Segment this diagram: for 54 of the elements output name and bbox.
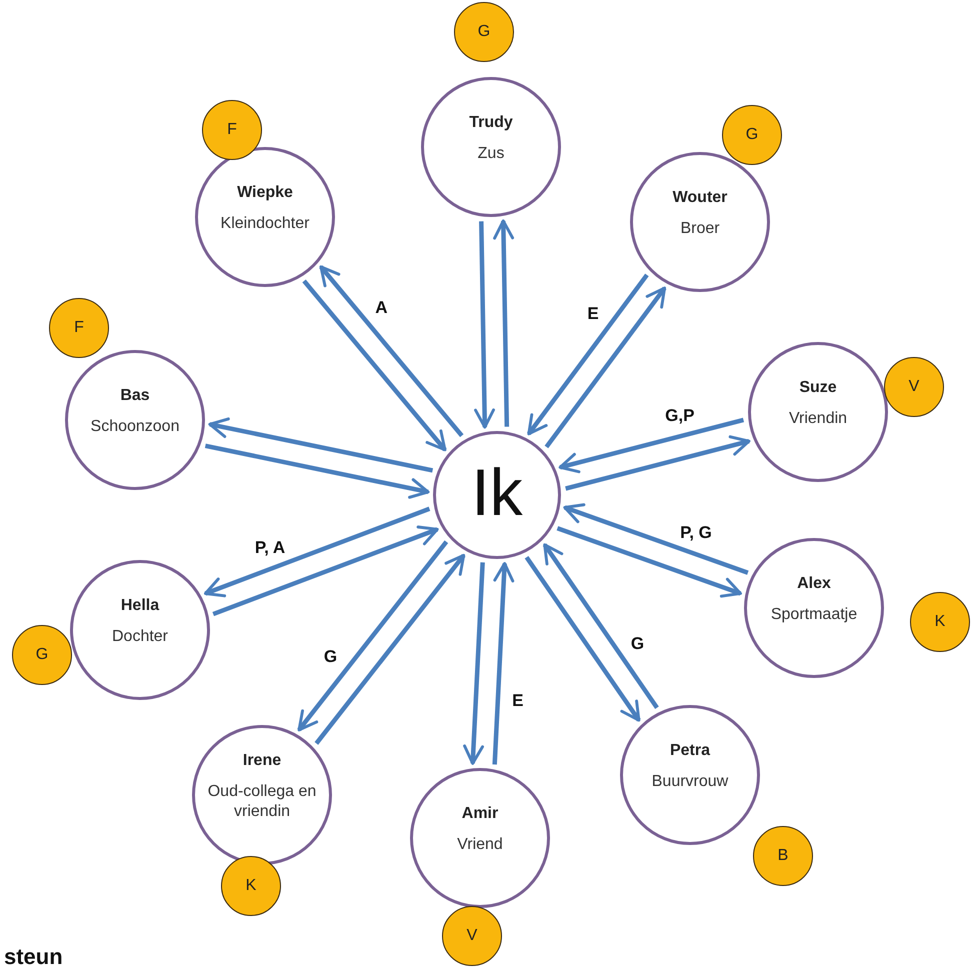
- arrow: [563, 503, 749, 575]
- arrow: [474, 221, 495, 429]
- relation-text: Broer: [680, 219, 720, 239]
- arrow: [208, 417, 434, 473]
- relation-text: Oud-collega en vriendin: [206, 782, 318, 822]
- relation-text: Vriendin: [788, 409, 848, 429]
- arrow: [212, 526, 439, 616]
- relation-text: Dochter: [112, 627, 168, 647]
- relation-text: Buurvrouw: [652, 772, 728, 792]
- arrow: [544, 286, 666, 448]
- arrow: [565, 435, 750, 491]
- arrow: [204, 444, 430, 499]
- badge-letter: B: [778, 847, 788, 865]
- arrow: [524, 556, 641, 722]
- badge-letter: V: [466, 927, 478, 945]
- arrow: [542, 543, 659, 709]
- badge-letter: K: [934, 613, 946, 631]
- arrow: [526, 274, 649, 436]
- badge-letter: G: [746, 126, 758, 144]
- person-name: Petra: [670, 742, 710, 760]
- badge-letter: F: [74, 319, 84, 337]
- arrow: [204, 506, 430, 598]
- center-text: Ik: [471, 459, 523, 531]
- edge-label: P, G: [678, 523, 714, 544]
- arrow: [492, 562, 514, 765]
- person-name: Alex: [797, 575, 831, 593]
- relation-text: Sportmaatje: [770, 605, 858, 625]
- arrow: [556, 526, 742, 598]
- badge-letter: F: [227, 121, 237, 139]
- arrow: [297, 540, 448, 732]
- badge-letter: K: [246, 877, 256, 895]
- arrow: [314, 554, 466, 745]
- relation-text: Kleindochter: [220, 214, 310, 234]
- person-name: Suze: [799, 379, 837, 397]
- person-name: Irene: [242, 752, 282, 770]
- person-name: Amir: [462, 805, 498, 823]
- relation-text: Schoonzoon: [90, 417, 180, 437]
- relation-text: Zus: [478, 144, 504, 164]
- arrow: [319, 265, 464, 438]
- relation-text: Vriend: [457, 835, 503, 855]
- arrow: [493, 219, 514, 427]
- badge-letter: G: [478, 23, 490, 41]
- person-name: Hella: [120, 597, 160, 615]
- arrow: [302, 280, 447, 452]
- person-name: Bas: [120, 387, 150, 405]
- arrow: [558, 418, 744, 474]
- arrow: [463, 562, 485, 765]
- badge-letter: G: [36, 646, 48, 664]
- badge-letter: V: [908, 378, 920, 396]
- person-name: Trudy: [469, 114, 513, 132]
- center-circle: [433, 431, 561, 559]
- note-text: steun: [4, 944, 63, 970]
- person-name: Wiepke: [237, 184, 293, 202]
- person-name: Wouter: [672, 189, 728, 207]
